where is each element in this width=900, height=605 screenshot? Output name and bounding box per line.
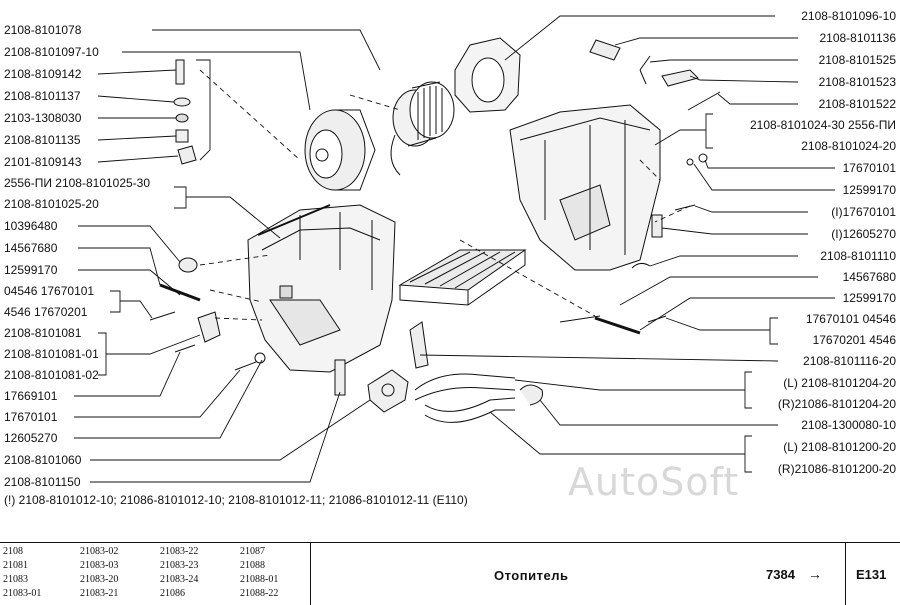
part-label-right: 12599170 bbox=[842, 183, 896, 197]
part-label-right: 2108-1300080-10 bbox=[801, 418, 896, 432]
part-label-right: (R)21086-8101204-20 bbox=[777, 397, 896, 411]
part-label-left: 2108-8101081 bbox=[4, 326, 82, 340]
part-label-right: 2108-8101024-30 2556-ПИ bbox=[749, 118, 896, 132]
footnote: (!) 2108-8101012-10; 21086-8101012-10; 2… bbox=[4, 493, 468, 507]
part-label-right: 17670101 bbox=[842, 161, 896, 175]
model-code: 21083-02 bbox=[80, 546, 119, 557]
part-label-right: (I)12605270 bbox=[831, 227, 896, 241]
part-label-left: 12599170 bbox=[4, 263, 58, 277]
part-label-left: 2108-8101097-10 bbox=[4, 45, 99, 59]
part-label-right: 12599170 bbox=[842, 291, 896, 305]
page-number: E131 bbox=[856, 567, 887, 582]
part-label-right: 17670101 04546 bbox=[805, 312, 896, 326]
heater-tap bbox=[367, 369, 409, 413]
part-label-right: 2108-8101523 bbox=[818, 75, 896, 89]
section-title: Отопитель bbox=[494, 568, 569, 583]
part-label-left: 2108-8101081-02 bbox=[4, 368, 99, 382]
footer-table: 2108 21083-02 21083-22 21087 21081 21083-03 21… bbox=[0, 542, 900, 605]
model-code: 21081 bbox=[3, 560, 28, 571]
part-label-left: 04546 17670101 bbox=[4, 284, 95, 298]
model-code: 21088 bbox=[240, 560, 265, 571]
part-label-left: 17670101 bbox=[4, 410, 58, 424]
model-code: 21088-01 bbox=[240, 574, 279, 585]
part-label-left: 2108-8101025-20 bbox=[4, 197, 99, 211]
part-label-right: 2108-8101522 bbox=[818, 97, 896, 111]
model-list: 2108 21083-02 21083-22 21087 21081 21083-03 21… bbox=[0, 543, 311, 605]
part-label-right: 2108-8101525 bbox=[818, 53, 896, 67]
part-label-left: 17669101 bbox=[4, 389, 58, 403]
right-heater-housing bbox=[509, 104, 661, 271]
part-label-left: 2108-8101060 bbox=[4, 453, 82, 467]
left-heater-housing bbox=[247, 204, 396, 373]
model-code: 21083-20 bbox=[80, 574, 119, 585]
part-label-left: 10396480 bbox=[4, 219, 58, 233]
part-label-right: 2108-8101096-10 bbox=[801, 9, 896, 23]
model-code: 21087 bbox=[240, 546, 265, 557]
part-label-right: 2108-8101024-20 bbox=[801, 139, 896, 153]
fan-motor-left bbox=[304, 109, 376, 191]
blower-housing bbox=[454, 37, 521, 113]
part-label-left: 2103-1308030 bbox=[4, 111, 82, 125]
model-code: 2108 bbox=[3, 546, 23, 557]
part-label-right: (I)17670101 bbox=[831, 205, 896, 219]
part-label-right: (L) 2108-8101204-20 bbox=[783, 376, 896, 390]
fan-impeller bbox=[390, 81, 455, 176]
part-label-left: 2108-8101135 bbox=[4, 133, 81, 147]
small-fasteners bbox=[149, 39, 721, 406]
part-label-left: 4546 17670201 bbox=[4, 305, 88, 319]
model-code: 21083-01 bbox=[3, 588, 42, 599]
part-label-left: 2108-8101078 bbox=[4, 23, 82, 37]
part-label-right: 2108-8101136 bbox=[819, 31, 896, 45]
part-label-left: 2108-8109142 bbox=[4, 67, 82, 81]
model-code: 21083 bbox=[3, 574, 28, 585]
model-code: 21083-22 bbox=[160, 546, 199, 557]
model-code: 21086 bbox=[160, 588, 185, 599]
footer-divider bbox=[845, 543, 846, 605]
part-label-left: 2108-8101150 bbox=[4, 475, 81, 489]
model-code: 21088-22 bbox=[240, 588, 279, 599]
part-label-right: (L) 2108-8101200-20 bbox=[783, 440, 896, 454]
part-label-left: 2108-8101081-01 bbox=[4, 347, 99, 361]
part-label-right: (R)21086-8101200-20 bbox=[777, 462, 896, 476]
part-label-left: 2556-ПИ 2108-8101025-30 bbox=[4, 176, 151, 190]
model-code: 21083-03 bbox=[80, 560, 119, 571]
part-label-right: 17670201 4546 bbox=[812, 333, 896, 347]
watermark: AutoSoft bbox=[568, 460, 740, 504]
model-code: 21083-24 bbox=[160, 574, 199, 585]
model-code: 21083-23 bbox=[160, 560, 199, 571]
assembly-dashes bbox=[199, 69, 691, 321]
part-label-right: 14567680 bbox=[842, 270, 896, 284]
part-label-right: 2108-8101116-20 bbox=[803, 354, 896, 368]
part-label-left: 14567680 bbox=[4, 241, 58, 255]
model-code: 21083-21 bbox=[80, 588, 119, 599]
arrow-right-icon: → bbox=[808, 566, 822, 582]
section-code: 7384 bbox=[766, 567, 795, 582]
part-label-left: 12605270 bbox=[4, 431, 58, 445]
heater-core bbox=[398, 249, 527, 306]
part-label-left: 2108-8101137 bbox=[4, 89, 81, 103]
exploded-parts-drawing bbox=[74, 15, 835, 483]
part-label-left: 2101-8109143 bbox=[4, 155, 82, 169]
part-label-right: 2108-8101110 bbox=[820, 249, 896, 263]
heater-hoses bbox=[414, 373, 516, 423]
leader-lines bbox=[74, 15, 835, 483]
